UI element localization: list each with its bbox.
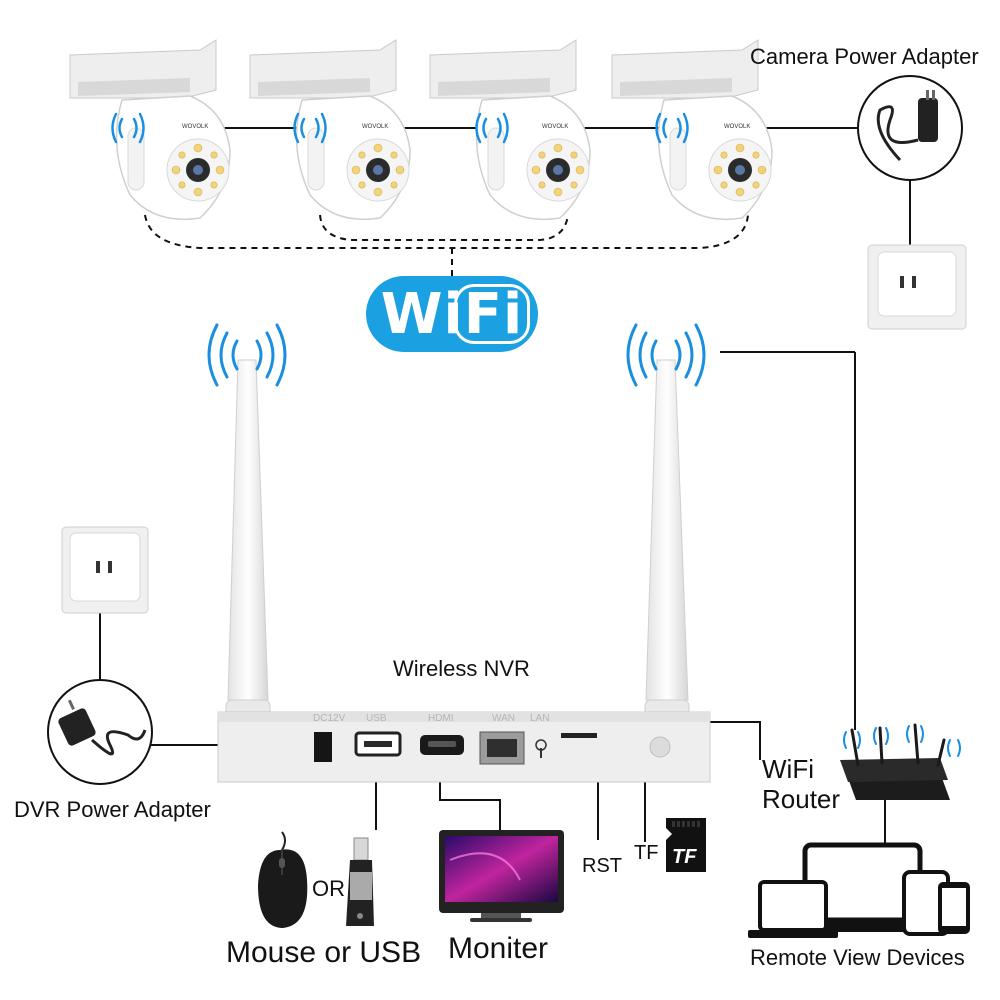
camera-4: WOVOLK bbox=[611, 39, 773, 221]
remote-view-devices-label: Remote View Devices bbox=[750, 945, 965, 970]
tf-label: TF bbox=[634, 842, 659, 864]
port-label-hdmi: HDMI bbox=[428, 713, 454, 724]
camera-brand-logo: WOVOLK bbox=[542, 124, 568, 130]
port-label-dc12v: DC12V bbox=[313, 713, 346, 724]
rst-label: RST bbox=[582, 855, 622, 877]
camera-power-adapter bbox=[857, 75, 963, 181]
tf-card-label: TF bbox=[672, 846, 697, 868]
camera-power-adapter-label: Camera Power Adapter bbox=[750, 44, 979, 69]
camera-brand-logo: WOVOLK bbox=[182, 124, 208, 130]
camera-2: WOVOLK bbox=[249, 39, 411, 221]
nvr-signal-icons bbox=[207, 323, 706, 387]
mouse-or-usb-label: Mouse or USB bbox=[226, 936, 422, 969]
monitor-icon bbox=[439, 830, 564, 922]
wifi-logo: WiFi bbox=[366, 276, 538, 352]
wireless-nvr-label: Wireless NVR bbox=[393, 656, 530, 681]
nvr-power-outlet bbox=[61, 526, 149, 614]
usb-stick-icon bbox=[346, 837, 374, 926]
tf-card-icon: TF bbox=[666, 818, 706, 872]
wifi-router-label-line1: WiFi bbox=[762, 754, 814, 784]
wifi-router-label-line2: Router bbox=[762, 784, 841, 814]
dvr-power-adapter-label: DVR Power Adapter bbox=[14, 797, 211, 822]
camera-brand-logo: WOVOLK bbox=[724, 124, 750, 130]
port-label-usb: USB bbox=[366, 713, 387, 724]
or-label: OR bbox=[312, 876, 345, 901]
moniter-label: Moniter bbox=[448, 932, 549, 965]
mouse-icon bbox=[258, 831, 308, 928]
wireless-nvr-device bbox=[217, 711, 711, 783]
camera-brand-logo: WOVOLK bbox=[362, 124, 388, 130]
remote-devices-icon bbox=[748, 842, 970, 938]
wifi-logo-text: WiFi bbox=[380, 281, 524, 347]
wifi-logo-frame bbox=[454, 284, 530, 344]
port-label-lan: LAN bbox=[530, 713, 550, 724]
camera-power-outlet bbox=[867, 244, 967, 330]
port-label-wan: WAN bbox=[492, 713, 515, 724]
wifi-router bbox=[840, 723, 961, 800]
camera-3: WOVOLK bbox=[429, 39, 591, 221]
dvr-power-adapter bbox=[47, 679, 153, 785]
camera-signal-icons bbox=[111, 112, 689, 144]
camera-1: WOVOLK bbox=[69, 39, 231, 221]
camera-wifi-links bbox=[144, 214, 749, 278]
